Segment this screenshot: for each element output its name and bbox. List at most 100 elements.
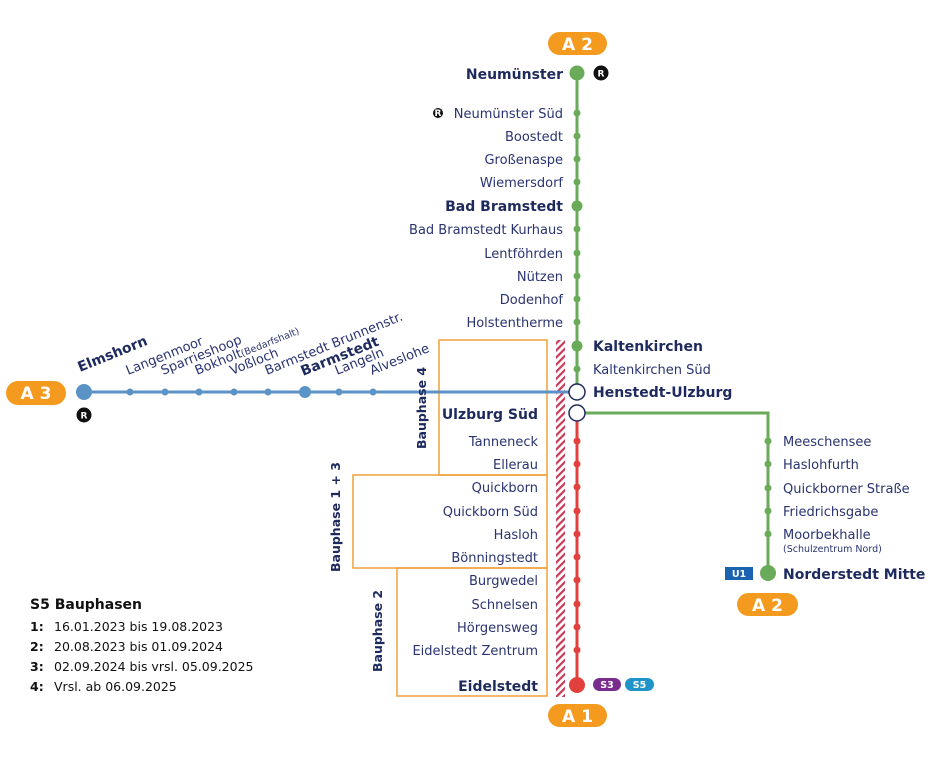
- stop-hasloh: [573, 530, 581, 538]
- svg-text:R: R: [598, 70, 605, 80]
- stop-quickborn-sued: [573, 507, 581, 515]
- stop-bad-bramstedt-kurhaus: [573, 225, 581, 233]
- label-bad-bramstedt-kurhaus: Bad Bramstedt Kurhaus: [409, 223, 563, 238]
- regional-rail-icon: R: [76, 407, 92, 423]
- label-moorbekhalle: Moorbekhalle: [783, 528, 871, 543]
- label-holstentherme: Holstentherme: [466, 316, 563, 331]
- stop-boostedt: [573, 132, 581, 140]
- legend-text: 20.08.2023 bis 01.09.2024: [54, 639, 224, 654]
- label-hoergensweg: Hörgensweg: [457, 621, 538, 636]
- stop-quickborn: [573, 483, 581, 491]
- stop-neumuenster: [569, 65, 585, 81]
- phase-1-3-label: Bauphase 1 + 3: [328, 462, 343, 572]
- stop-quickborner-strasse: [764, 484, 772, 492]
- label-henstedt-ulzburg: Henstedt-Ulzburg: [593, 385, 732, 401]
- stop-vossloch: [230, 388, 238, 396]
- stop-barmstedt: [299, 386, 311, 398]
- regional-rail-small-icon: R: [433, 108, 443, 119]
- label-quickborn: Quickborn: [472, 481, 538, 496]
- stop-nuetzen: [573, 272, 581, 280]
- label-ellerau: Ellerau: [493, 458, 538, 473]
- stop-henstedt-ulzburg: [568, 383, 586, 401]
- legend-num: 3:: [30, 659, 44, 674]
- legend-title: S5 Bauphasen: [30, 597, 143, 613]
- label-moorbekhalle-sub: (Schulzentrum Nord): [783, 544, 882, 555]
- stop-elmshorn: [76, 384, 92, 400]
- label-neumuenster-sued: Neumünster Süd: [454, 107, 563, 122]
- label-friedrichsgabe: Friedrichsgabe: [783, 505, 878, 520]
- stop-kaltenkirchen-sued: [573, 365, 581, 373]
- stop-eidelstedt: [569, 677, 585, 693]
- label-neumuenster: Neumünster: [466, 67, 563, 83]
- label-tanneneck: Tanneneck: [468, 435, 539, 450]
- label-nuetzen: Nützen: [517, 270, 563, 285]
- legend-num: 1:: [30, 619, 44, 634]
- label-schnelsen: Schnelsen: [472, 598, 539, 613]
- legend-row: 3: 02.09.2024 bis vrsl. 05.09.2025: [30, 657, 253, 677]
- a1-bottom-badge: A 1: [548, 704, 607, 727]
- label-wiemersdorf: Wiemersdorf: [480, 176, 564, 191]
- stop-burgwedel: [573, 576, 581, 584]
- legend-text: 02.09.2024 bis vrsl. 05.09.2025: [54, 659, 254, 674]
- stop-hoergensweg: [573, 623, 581, 631]
- legend-num: 2:: [30, 639, 44, 654]
- legend-row: 2: 20.08.2023 bis 01.09.2024: [30, 637, 253, 657]
- phase-4-label: Bauphase 4: [414, 367, 429, 449]
- stop-schnelsen: [573, 600, 581, 608]
- stop-lentfoehrden: [573, 249, 581, 257]
- stop-langeln: [335, 388, 343, 396]
- stop-bokholt: [195, 388, 203, 396]
- label-quickborner-strasse: Quickborner Straße: [783, 482, 910, 497]
- label-boenningstedt: Bönningstedt: [451, 551, 538, 566]
- label-kaltenkirchen-sued: Kaltenkirchen Süd: [593, 363, 711, 378]
- stop-bad-bramstedt: [571, 200, 583, 212]
- regional-rail-icon: R: [593, 65, 609, 81]
- legend-text: Vrsl. ab 06.09.2025: [54, 679, 177, 694]
- stop-moorbekhalle: [764, 530, 772, 538]
- svg-text:A 3: A 3: [21, 384, 52, 404]
- label-grossenaspe: Großenaspe: [484, 153, 563, 168]
- stop-eidelstedt-zentrum: [573, 646, 581, 654]
- a3-left-badge: A 3: [6, 381, 66, 405]
- stop-ellerau: [573, 460, 581, 468]
- stop-grossenaspe: [573, 155, 581, 163]
- stop-norderstedt-mitte: [760, 565, 776, 581]
- a2-top-badge: A 2: [548, 32, 607, 55]
- s3-badge: S3: [593, 678, 621, 691]
- label-lentfoehrden: Lentföhrden: [484, 247, 563, 262]
- stop-alveslohe: [369, 388, 377, 396]
- s5-badge: S5: [625, 678, 654, 691]
- stop-sparrieshoop: [161, 388, 169, 396]
- svg-text:A 2: A 2: [562, 35, 593, 55]
- svg-text:U1: U1: [732, 569, 746, 580]
- svg-text:R: R: [81, 412, 88, 422]
- svg-text:R: R: [435, 109, 442, 119]
- stop-boenningstedt: [573, 553, 581, 561]
- green-line-norderstedt: [585, 411, 770, 573]
- svg-text:A 1: A 1: [562, 707, 593, 727]
- stop-haslohfurth: [764, 460, 772, 468]
- stop-holstentherme: [573, 318, 581, 326]
- u1-badge: U1: [725, 567, 753, 580]
- stop-langenmoor: [126, 388, 134, 396]
- stop-henstedt-ulzburg-branch: [568, 404, 586, 422]
- legend-num: 4:: [30, 679, 44, 694]
- legend-row: 1:16.01.2023 bis 19.08.2023: [30, 617, 253, 637]
- phase-legend: S5 Bauphasen 1:16.01.2023 bis 19.08.2023…: [30, 597, 253, 697]
- phase-2-label: Bauphase 2: [370, 590, 385, 672]
- label-burgwedel: Burgwedel: [469, 574, 538, 589]
- label-eidelstedt: Eidelstedt: [458, 679, 538, 695]
- stop-dodenhof: [573, 295, 581, 303]
- label-quickborn-sued: Quickborn Süd: [443, 505, 538, 520]
- label-bad-bramstedt: Bad Bramstedt: [445, 199, 563, 215]
- stop-friedrichsgabe: [764, 507, 772, 515]
- label-dodenhof: Dodenhof: [500, 293, 564, 308]
- construction-hatch-strip: [556, 340, 565, 697]
- stop-neumuenster-sued: [573, 109, 581, 117]
- stop-kaltenkirchen: [571, 340, 583, 352]
- svg-text:S3: S3: [600, 680, 613, 691]
- stop-barmstedt-brunnenstr: [264, 388, 272, 396]
- stop-wiemersdorf: [573, 178, 581, 186]
- label-haslohfurth: Haslohfurth: [783, 458, 859, 473]
